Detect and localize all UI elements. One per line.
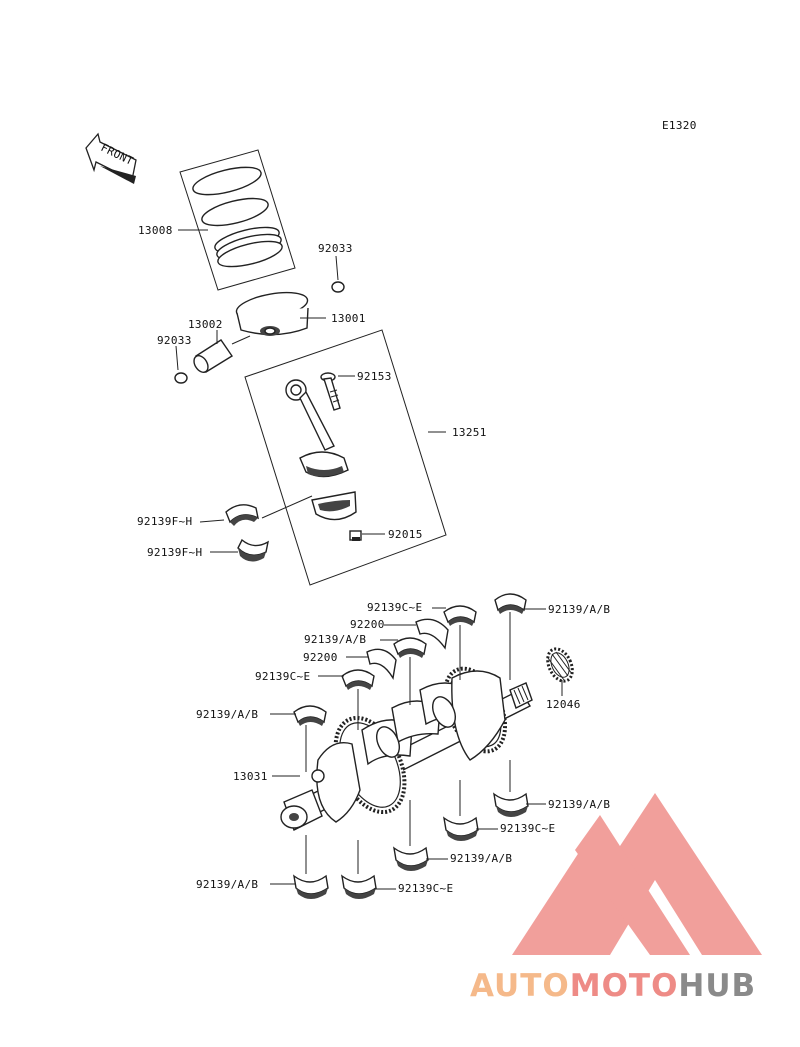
main-bearing-left-ce-icon (341, 669, 375, 690)
watermark-part-auto: AUTO (470, 968, 570, 1004)
label-92153: 92153 (357, 370, 392, 383)
main-bearing-bottom-right-icon (493, 792, 529, 817)
watermark-logo (512, 793, 762, 955)
label-92139ce-top: 92139C~E (367, 601, 422, 614)
conrod-cap (311, 491, 357, 521)
label-92139ab-bottom-right: 92139/A/B (548, 798, 610, 811)
conrod-bearing-upper-icon (225, 504, 259, 526)
main-bearing-mid-icon (393, 637, 427, 658)
label-13008: 13008 (138, 224, 173, 237)
piston-pin-clip-right (331, 281, 345, 293)
label-92139ce-bottom-2: 92139C~E (398, 882, 453, 895)
watermark-text: AUTOMOTOHUB (470, 968, 756, 1004)
main-bearing-bottom-ce-2-icon (341, 874, 377, 899)
label-92033-upper: 92033 (318, 242, 353, 255)
piston-pin (193, 339, 233, 373)
main-bearing-top-right-icon (494, 593, 527, 614)
label-92200-1: 92200 (350, 618, 385, 631)
piston (235, 291, 309, 336)
conrod-bolt (320, 372, 341, 411)
label-92139ab-left: 92139/A/B (196, 708, 258, 721)
main-bearing-bottom-left-icon (293, 874, 329, 899)
label-12046: 12046 (546, 698, 581, 711)
piston-rings-group (179, 149, 296, 291)
label-92139fh-upper: 92139F~H (137, 515, 192, 528)
label-13002: 13002 (188, 318, 223, 331)
label-92139ab-bottom-left: 92139/A/B (196, 878, 258, 891)
main-bearing-top-ce-icon (443, 605, 477, 626)
main-bearing-bottom-ce-1-icon (443, 816, 479, 841)
conrod-nut (349, 530, 362, 541)
label-92139ab-mid: 92139/A/B (304, 633, 366, 646)
conrod-assy-box (244, 329, 447, 586)
main-bearing-left-ab-icon (293, 705, 327, 726)
label-92033-left: 92033 (157, 334, 192, 347)
diagram-code: E1320 (662, 119, 697, 132)
watermark-part-hub: HUB (678, 968, 756, 1004)
label-92139ab-bottom-mid: 92139/A/B (450, 852, 512, 865)
thrust-washer-2-icon (366, 648, 397, 680)
piston-pin-clip-left (174, 372, 188, 384)
label-92139ce-left: 92139C~E (255, 670, 310, 683)
label-92139ce-bottom-1: 92139C~E (500, 822, 555, 835)
label-92139fh-lower: 92139F~H (147, 546, 202, 559)
label-13251: 13251 (452, 426, 487, 439)
front-arrow-icon: FRONT (85, 132, 137, 184)
thrust-washer-1-icon (415, 618, 449, 650)
cam-chain-sprocket (546, 647, 574, 683)
label-92139ab-top-right: 92139/A/B (548, 603, 610, 616)
main-bearing-bottom-mid-icon (393, 846, 429, 871)
label-13001: 13001 (331, 312, 366, 325)
label-92200-2: 92200 (303, 651, 338, 664)
connecting-rod (285, 379, 349, 478)
conrod-bearing-lower-icon (237, 538, 269, 562)
crankshaft (280, 666, 533, 831)
label-92015: 92015 (388, 528, 423, 541)
label-13031: 13031 (233, 770, 268, 783)
watermark-part-moto: MOTO (570, 968, 679, 1004)
